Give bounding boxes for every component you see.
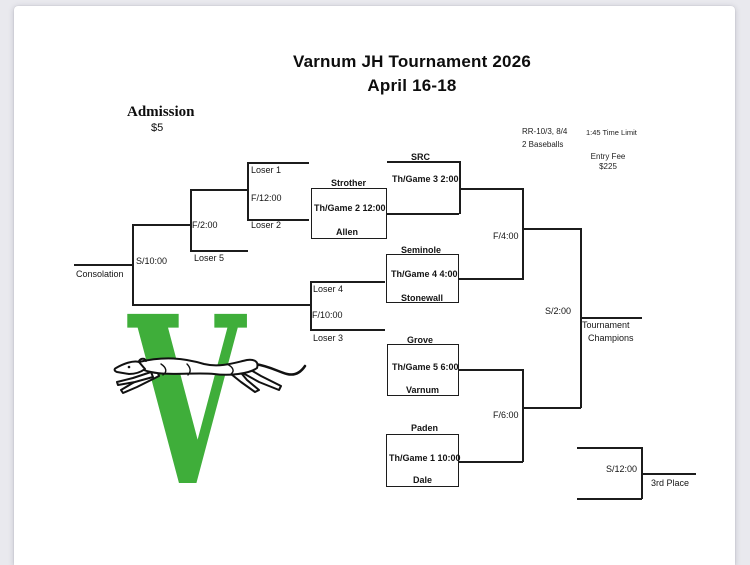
green-v-letter: V [127, 306, 248, 496]
champion-line [580, 317, 642, 319]
team-strother: Strother [331, 178, 367, 188]
game1-box [386, 434, 459, 487]
game-time-s1200: S/12:00 [606, 464, 638, 474]
bracket-line [577, 447, 642, 449]
consolation-label: Consolation [76, 269, 124, 279]
game2-box [311, 188, 387, 239]
bracket-line [247, 162, 309, 164]
team-stonewall: Stonewall [401, 293, 444, 303]
game4-label: Th/Game 4 4:00 [391, 269, 458, 279]
page-dates: April 16-18 [367, 76, 457, 95]
bracket-line [132, 304, 311, 306]
bracket-line [310, 281, 385, 283]
game-time-s1000: S/10:00 [136, 256, 168, 266]
champion-label-line1: Tournament [582, 320, 630, 330]
bracket-line [190, 189, 248, 191]
admission-label: Admission [127, 104, 195, 120]
game-time-f600: F/6:00 [493, 410, 519, 420]
bracket-line [577, 498, 642, 500]
bracket-line [132, 224, 134, 305]
bracket-line [247, 162, 249, 220]
slot-loser4: Loser 4 [313, 284, 344, 294]
tournament-sheet: Varnum JH Tournament 2026 April 16-18 Ad… [14, 6, 735, 565]
game5-box [387, 344, 459, 396]
game-time-s200: S/2:00 [545, 306, 572, 316]
greyhound-logo: V [113, 306, 307, 496]
third-place-label: 3rd Place [651, 478, 690, 488]
bracket-line [522, 407, 581, 409]
bracket-line [522, 228, 581, 230]
round-robin-note: RR-10/3, 8/4 [522, 127, 568, 136]
page-title: Varnum JH Tournament 2026 [292, 52, 532, 71]
slot-loser3: Loser 3 [313, 333, 344, 343]
slot-loser2: Loser 2 [251, 220, 282, 230]
bracket-line [387, 213, 459, 215]
bracket-line [247, 219, 309, 221]
bracket-line [459, 278, 523, 280]
team-src: SRC [411, 152, 431, 162]
bracket-line [522, 188, 524, 280]
game-time-f1200: F/12:00 [251, 193, 282, 203]
bracket-line [641, 473, 696, 475]
bracket-line [310, 281, 312, 330]
game3-label: Th/Game 3 2:00 [392, 174, 459, 184]
team-grove: Grove [407, 335, 434, 345]
game-time-f400: F/4:00 [493, 231, 519, 241]
bracket-line [459, 461, 523, 463]
team-dale: Dale [413, 475, 433, 485]
game4-box [386, 254, 459, 303]
admission-price: $5 [151, 122, 164, 134]
team-allen: Allen [336, 227, 359, 237]
time-limit-note: 1:45 Time Limit [586, 128, 637, 137]
bracket-line [459, 188, 523, 190]
game-time-f200: F/2:00 [192, 220, 218, 230]
team-paden: Paden [411, 423, 439, 433]
bracket-line [74, 264, 132, 266]
game-time-f1000: F/10:00 [312, 310, 343, 320]
game2-label: Th/Game 2 12:00 [314, 203, 386, 213]
bracket-line [387, 161, 459, 163]
team-seminole: Seminole [401, 245, 442, 255]
game1-label: Th/Game 1 10:00 [389, 453, 461, 463]
bracket-line [132, 224, 191, 226]
bracket-line [190, 250, 248, 252]
bracket-line [310, 329, 385, 331]
slot-loser5: Loser 5 [194, 253, 225, 263]
greyhound-icon [113, 357, 307, 394]
team-varnum: Varnum [406, 385, 440, 395]
bracket-line [459, 369, 523, 371]
slot-loser1: Loser 1 [251, 165, 282, 175]
bracket-line [459, 161, 461, 214]
entry-fee-amount: $225 [599, 162, 617, 171]
champion-label-line2: Champions [588, 333, 634, 343]
bracket-line [190, 189, 192, 251]
baseballs-note: 2 Baseballs [522, 140, 564, 149]
entry-fee-label: Entry Fee [590, 152, 626, 161]
game5-label: Th/Game 5 6:00 [392, 362, 459, 372]
bracket-line [522, 369, 524, 462]
